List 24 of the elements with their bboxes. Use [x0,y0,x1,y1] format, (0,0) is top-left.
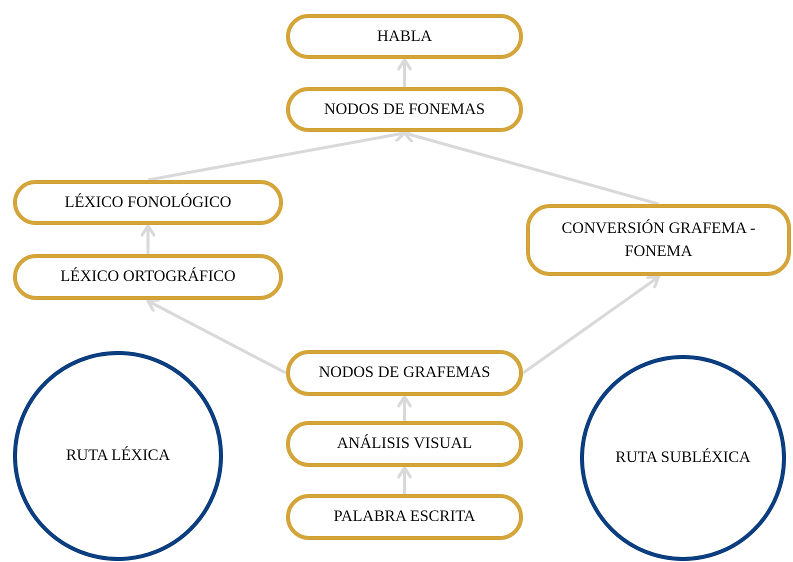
node-label: RUTA LÉXICA [66,445,170,466]
arrow [397,466,412,494]
arrow [522,276,660,374]
process-pill [13,254,283,300]
node-label: NODOS DE GRAFEMAS [318,363,490,384]
arrow [397,58,412,87]
process-pill [286,14,523,59]
node-label: PALABRA ESCRITA [334,507,476,528]
process-pill [13,180,283,225]
node-label: ANÁLISIS VISUAL [336,433,472,454]
process-pill [286,421,523,467]
node-label: LÉXICO FONOLÓGICO [64,192,232,213]
process-pill [286,494,523,540]
arrow [140,224,156,254]
node-label: HABLA [376,26,432,47]
arrow [397,396,412,421]
process-pill [286,350,523,396]
process-pill [286,87,523,132]
node-label: CONVERSIÓN GRAFEMA - FONEMA [560,218,756,262]
arrow [146,298,287,374]
node-label: NODOS DE FONEMAS [324,100,485,120]
process-pill [526,204,791,276]
node-label: RUTA SUBLÉXICA [615,447,751,468]
node-label: LÉXICO ORTOGRÁFICO [60,266,236,288]
